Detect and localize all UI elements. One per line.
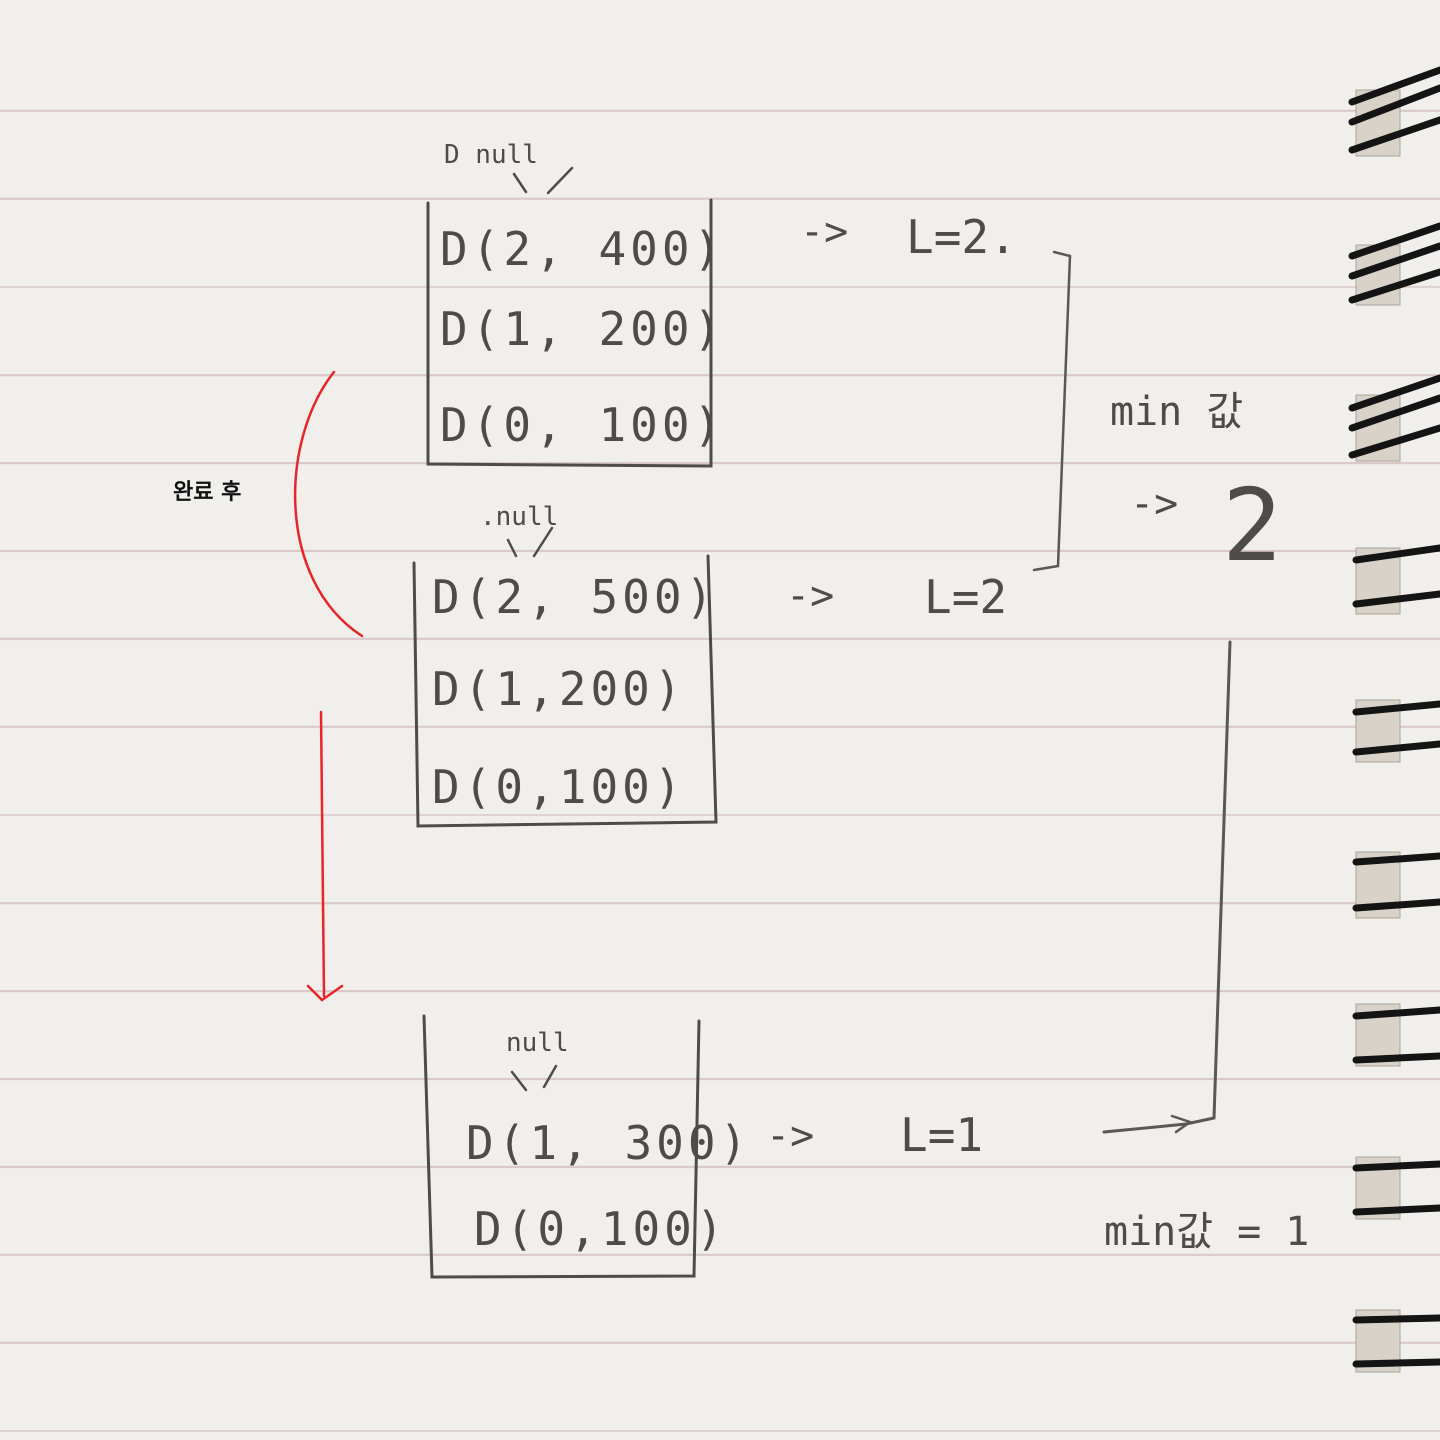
min-value: 2	[1222, 467, 1283, 584]
stack-1-frame-1: D(2, 400)	[440, 222, 726, 276]
red-down-arrow	[319, 710, 326, 998]
stack-3-box	[422, 1014, 701, 1279]
stack-2-frame-2: D(1,200)	[432, 662, 686, 716]
stack-1-arrow: ->	[800, 209, 849, 255]
stack-2-frame-3: D(0,100)	[432, 760, 686, 814]
stack-2-frame-1: D(2, 500)	[432, 570, 718, 624]
stack-1-top-marker: D null	[444, 140, 538, 170]
red-bracket	[293, 370, 364, 638]
spiral-binding	[1348, 66, 1440, 1373]
stack-3-frame-2: D(0,100)	[474, 1202, 728, 1256]
stack-1-frame-2: D(1, 200)	[440, 302, 726, 356]
stack-1-result: L=2.	[906, 210, 1017, 264]
connector-min-l1	[1102, 640, 1232, 1134]
connector-l1-l2	[1032, 250, 1072, 572]
stack-1-box	[426, 198, 713, 468]
null-pointer-ticks	[506, 166, 574, 1092]
stack-3-result: L=1	[900, 1108, 984, 1162]
annotation-label: 완료 후	[173, 480, 242, 505]
min-label: min 값	[1110, 389, 1244, 435]
stack-2-box	[412, 554, 718, 828]
final-min-note: min값 = 1	[1104, 1209, 1310, 1255]
stack-2-arrow: ->	[786, 573, 835, 619]
stack-3-frame-1: D(1, 300)	[466, 1116, 752, 1170]
stack-2-result: L=2	[924, 570, 1008, 624]
stack-3-top-marker: null	[506, 1028, 569, 1058]
stack-3-arrow: ->	[766, 1113, 815, 1159]
red-arrowhead	[306, 984, 344, 1002]
stack-1-frame-3: D(0, 100)	[440, 398, 726, 452]
stack-2-top-marker: .null	[480, 502, 559, 532]
min-arrow: ->	[1130, 481, 1179, 527]
connector-arrowhead	[1170, 1114, 1193, 1134]
